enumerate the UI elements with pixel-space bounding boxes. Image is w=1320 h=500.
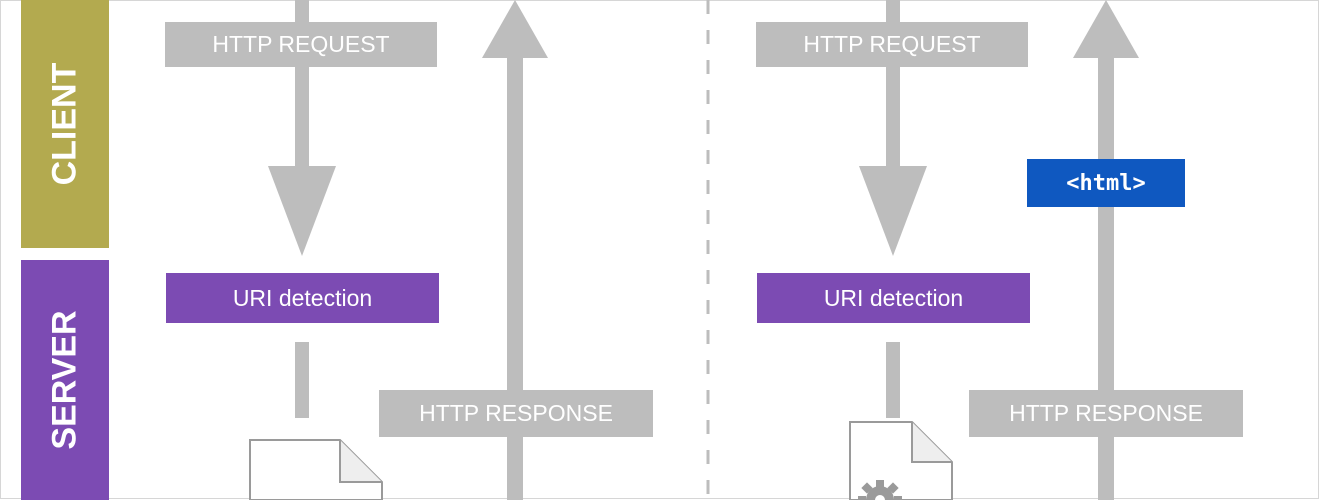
left-response-arrow-shaft [507,56,523,500]
right-request-arrow-head [859,166,927,256]
left-http-request-label: HTTP REQUEST [165,22,437,67]
left-http-response-label: HTTP RESPONSE [379,390,653,437]
right-html-tag: <html> [1027,159,1185,207]
left-uri-detection-box: URI detection [166,273,439,323]
right-uri-detection-box: URI detection [757,273,1030,323]
right-dash-segment [886,342,900,418]
left-request-arrow-head [268,166,336,256]
document-gear-icon [849,421,953,500]
client-band: CLIENT [21,0,109,248]
left-dash-segment [295,342,309,418]
gear-icon [858,480,902,500]
document-icon [249,439,383,500]
right-http-response-label: HTTP RESPONSE [969,390,1243,437]
server-band: SERVER [21,260,109,500]
right-http-request-label: HTTP REQUEST [756,22,1028,67]
left-response-arrow-head [482,0,548,58]
right-response-arrow-head [1073,0,1139,58]
